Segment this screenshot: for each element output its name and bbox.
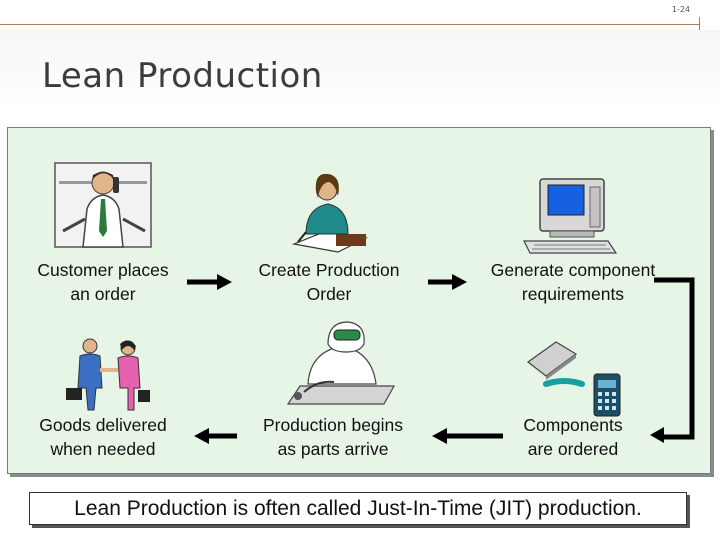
slide-header: 1-24 [0,0,720,31]
cleanroom-worker-icon [268,318,400,410]
arrow-left-1 [193,427,237,450]
jit-note: Lean Production is often called Just-In-… [29,492,687,525]
step-components-ordered: Components are ordered [523,415,623,459]
arrow-left-2 [431,427,503,450]
step-goods-delivered: Goods delivered when needed [39,415,167,459]
computer-icon [520,173,620,259]
step-customer-order: Customer places an order [37,260,169,304]
slide-title: Lean Production [42,56,323,96]
step-generate-requirements: Generate component requirements [490,260,656,304]
step-production-begins: Production begins as parts arrive [262,415,404,459]
clerk-writing-icon [284,168,372,256]
phone-ordering-icon [524,338,624,418]
arrow-right-1 [187,273,233,296]
header-divider-tick [699,17,700,31]
slide-number: 1-24 [671,5,690,14]
header-divider [0,24,700,25]
business-handshake-icon [58,338,150,412]
connector-bracket [650,277,708,448]
step-create-order: Create Production Order [258,260,400,304]
customer-phone-icon [53,161,153,249]
title-band [0,30,720,110]
arrow-right-2 [428,273,468,296]
